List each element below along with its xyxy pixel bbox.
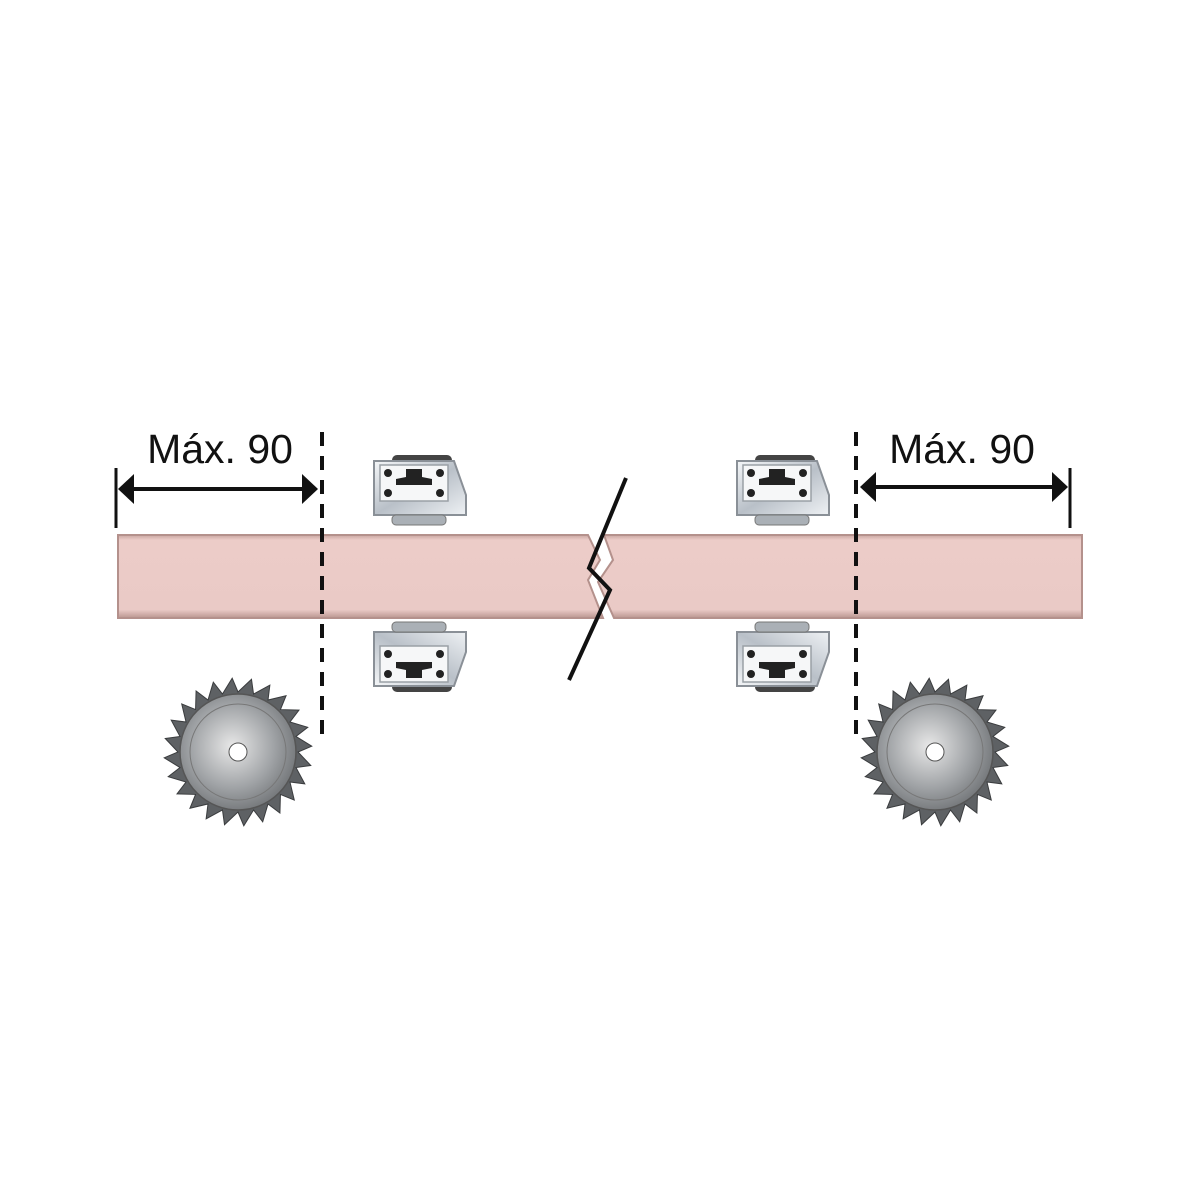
saw-blade-left [163,677,313,827]
dimension-label-right: Máx. 90 [889,426,1035,472]
break-line [567,477,628,681]
mounting-bracket-bottom-right [736,621,830,692]
mounting-bracket-top-left [373,455,467,526]
arrow-head-icon [1052,472,1068,502]
dimension-right: Máx. 90 [860,426,1072,528]
arrow-head-icon [302,474,318,504]
mounting-bracket-top-right [736,455,830,526]
profile-bar-left [117,534,605,619]
saw-blade-right [860,677,1010,827]
profile-bar [117,534,1083,619]
dimension-label-left: Máx. 90 [147,426,293,472]
dimension-left: Máx. 90 [114,426,318,528]
profile-bar-right [596,534,1083,619]
arrow-head-icon [860,472,876,502]
arrow-head-icon [118,474,134,504]
mounting-bracket-bottom-left [373,621,467,692]
